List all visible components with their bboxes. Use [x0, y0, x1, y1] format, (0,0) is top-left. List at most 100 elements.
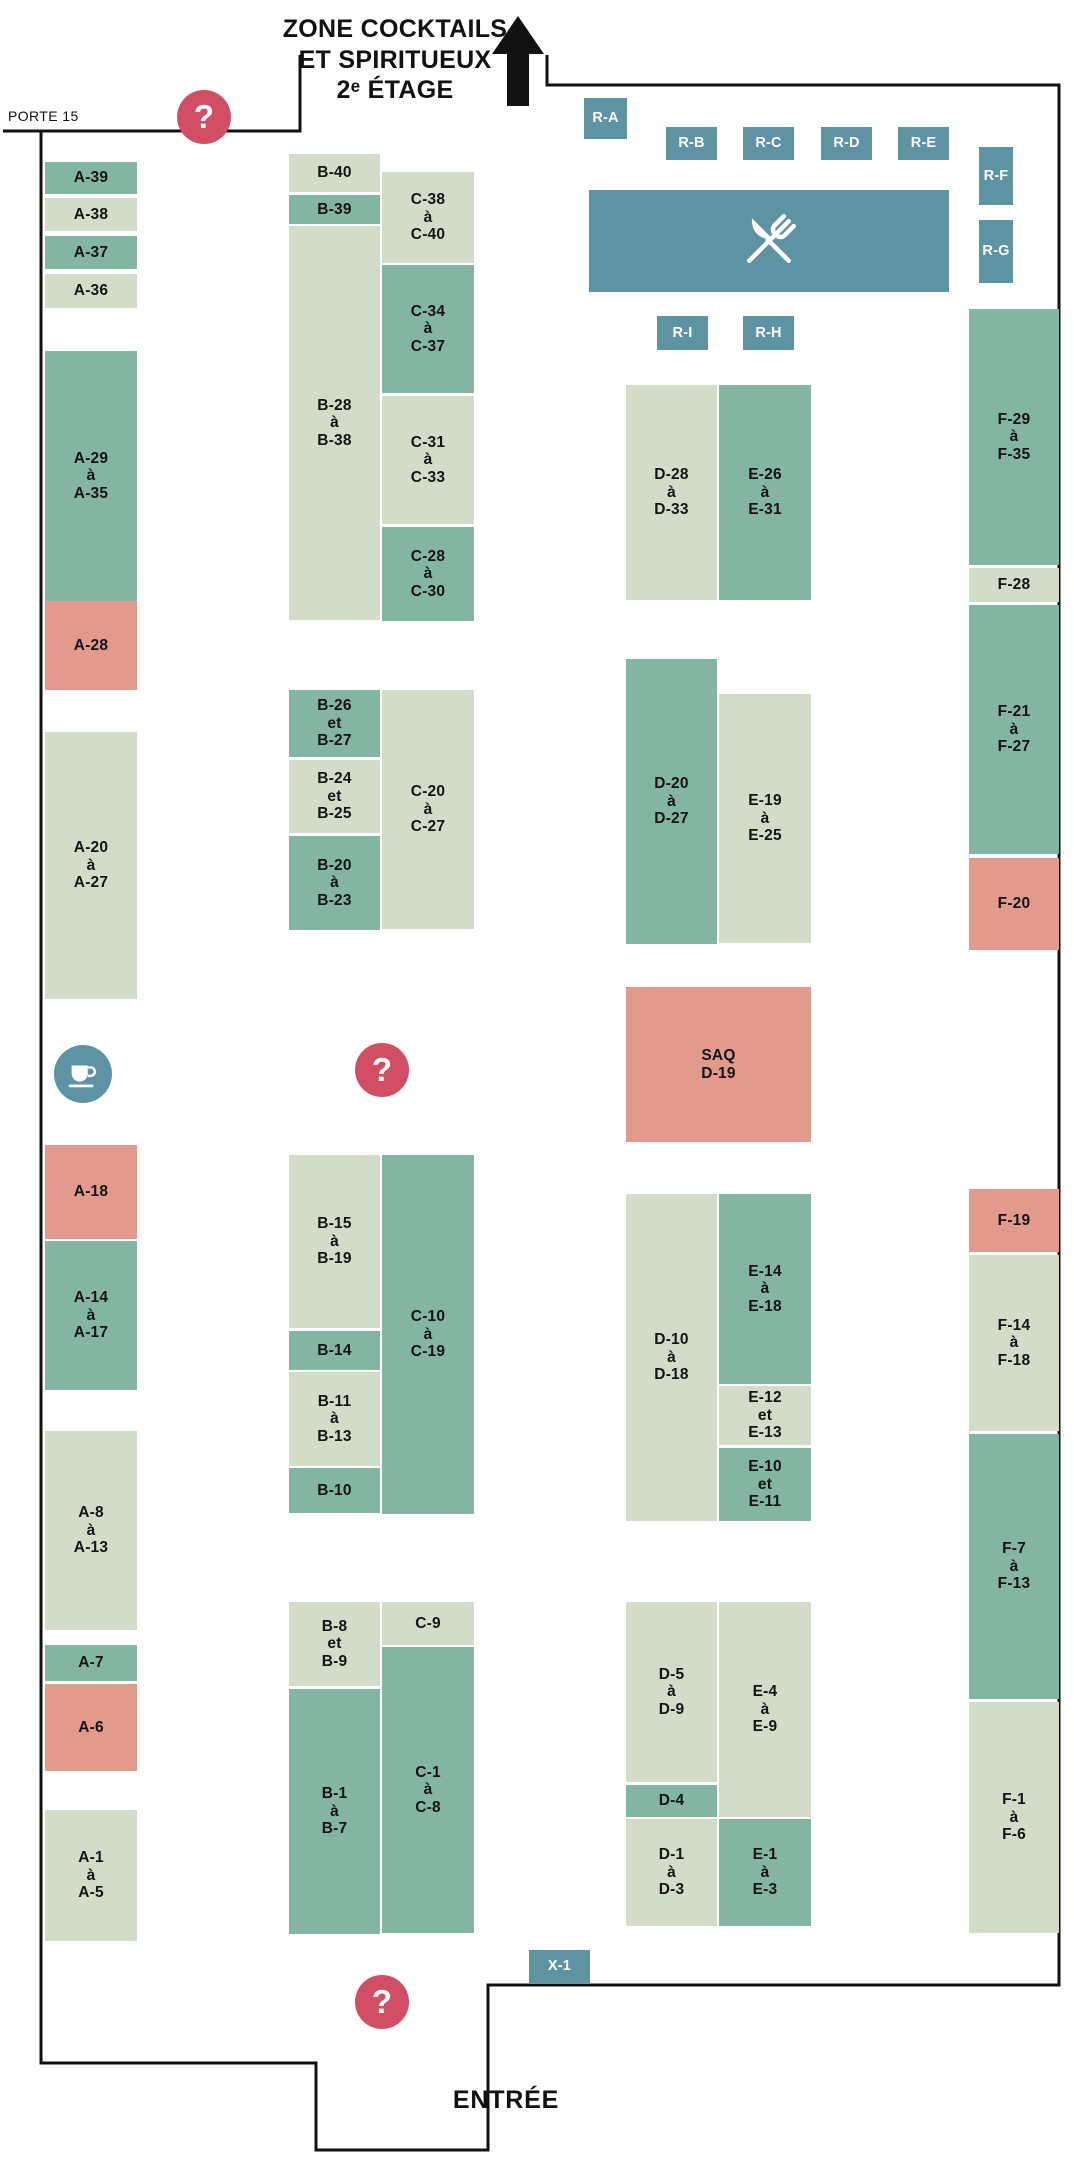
- booth-label: B-19: [317, 1250, 352, 1268]
- booth-A-7[interactable]: A-7: [45, 1645, 137, 1681]
- booth-R-I[interactable]: R-I: [657, 316, 708, 350]
- booth-label: à: [667, 1863, 676, 1881]
- booth-label: à: [760, 1700, 770, 1718]
- booth-R-D[interactable]: R-D: [821, 127, 872, 160]
- booth-label: à: [423, 565, 433, 583]
- booth-label: à: [423, 320, 433, 338]
- booth-label: D-20: [654, 775, 689, 793]
- booth-R-E[interactable]: R-E: [898, 127, 949, 160]
- booth-F-19[interactable]: F-19: [969, 1189, 1059, 1252]
- booth-R-A[interactable]: R-A: [584, 98, 627, 139]
- booth-B-10[interactable]: B-10: [289, 1468, 380, 1513]
- booth-R-G[interactable]: R-G: [979, 220, 1013, 283]
- booth-label: à: [760, 483, 770, 501]
- booth-label: à: [1009, 1557, 1019, 1575]
- question-mark-icon: ?: [371, 1051, 393, 1088]
- booth-R-F[interactable]: R-F: [979, 147, 1013, 205]
- booth-F-28[interactable]: F-28: [969, 568, 1059, 602]
- booth-D-4[interactable]: D-4: [626, 1785, 717, 1817]
- booth-label: A-38: [73, 205, 109, 223]
- booth-label: C-34: [410, 302, 446, 320]
- booth-label: F-21: [997, 703, 1031, 721]
- booth-label: A-35: [73, 484, 109, 502]
- booth-A-18[interactable]: A-18: [45, 1145, 137, 1239]
- booth-label: A-7: [78, 1654, 104, 1672]
- booth-label: A-27: [73, 874, 109, 892]
- booth-label: B-10: [317, 1481, 352, 1499]
- info-marker-bottom[interactable]: ?: [355, 1975, 409, 2029]
- booth-R-C[interactable]: R-C: [743, 127, 794, 160]
- booth-A-39[interactable]: A-39: [45, 162, 137, 194]
- booth-C-9[interactable]: C-9: [382, 1602, 474, 1645]
- booth-label: C-9: [415, 1614, 441, 1632]
- booth-label: B-38: [317, 431, 352, 449]
- booth-R-B[interactable]: R-B: [666, 127, 717, 160]
- booth-label: B-28: [317, 396, 352, 414]
- booth-A-37[interactable]: A-37: [45, 236, 137, 269]
- booth-X-1[interactable]: X-1: [529, 1950, 590, 1983]
- booth-B-39[interactable]: B-39: [289, 195, 380, 224]
- booth-label: B-25: [317, 805, 352, 823]
- booth-B-40[interactable]: B-40: [289, 154, 380, 192]
- info-marker-top[interactable]: ?: [177, 90, 231, 144]
- booth-B-14[interactable]: B-14: [289, 1331, 380, 1370]
- booth-label: E-3: [752, 1881, 778, 1899]
- cafe-marker: [54, 1045, 112, 1103]
- booth-label: B-8: [321, 1617, 348, 1635]
- booth-label: E-25: [748, 827, 782, 845]
- booth-A-38[interactable]: A-38: [45, 198, 137, 231]
- booth-A-28[interactable]: A-28: [45, 601, 137, 690]
- booth-A-36[interactable]: A-36: [45, 274, 137, 308]
- booth-label: C-40: [410, 226, 446, 244]
- booth-label: B-23: [317, 891, 352, 909]
- info-marker-middle[interactable]: ?: [355, 1043, 409, 1097]
- booth-label: SAQ: [701, 1047, 736, 1065]
- booth-label: A-13: [73, 1539, 109, 1557]
- booth-R-H[interactable]: R-H: [743, 316, 794, 350]
- booth-label: E-4: [752, 1683, 778, 1701]
- booth-label: A-17: [73, 1324, 109, 1342]
- booth-label: B-9: [321, 1652, 348, 1670]
- booth-label: à: [330, 414, 339, 432]
- booth-A-6[interactable]: A-6: [45, 1684, 137, 1771]
- booth-F-20[interactable]: F-20: [969, 858, 1059, 950]
